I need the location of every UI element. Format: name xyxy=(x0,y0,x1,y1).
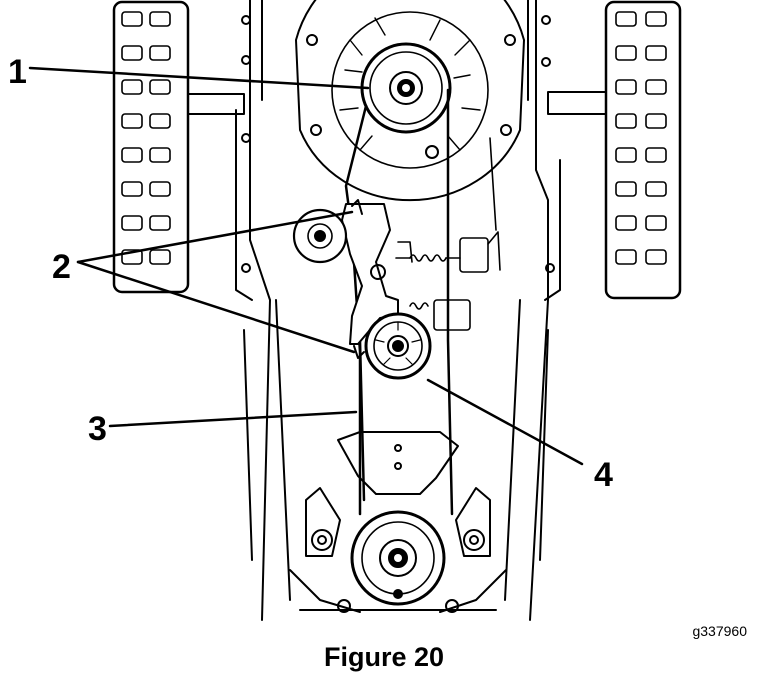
deck-plate xyxy=(337,431,459,495)
leader-4 xyxy=(426,378,584,466)
leader-2b xyxy=(76,260,356,354)
callout-number-3: 3 xyxy=(88,410,107,448)
bottom-pulley xyxy=(350,510,446,606)
frame xyxy=(235,0,561,621)
left-tire xyxy=(112,0,245,294)
lower-structure xyxy=(289,487,507,613)
leader-1 xyxy=(28,66,370,90)
callout-leaders xyxy=(28,66,584,466)
upper-pulley xyxy=(360,42,452,134)
callout-number-4: 4 xyxy=(594,456,613,494)
leader-3 xyxy=(108,410,358,428)
figure-caption: Figure 20 xyxy=(323,642,445,672)
callout-number-1: 1 xyxy=(8,53,27,91)
spring-linkage xyxy=(395,137,501,331)
figure-reference-code: g337960 xyxy=(692,623,747,639)
callout-number-2: 2 xyxy=(52,248,71,286)
small-idler-pulley xyxy=(292,208,348,264)
engine-housing xyxy=(295,0,525,202)
lower-idler-pulley xyxy=(364,312,432,380)
right-tire xyxy=(547,0,682,300)
leader-2a xyxy=(76,210,354,264)
